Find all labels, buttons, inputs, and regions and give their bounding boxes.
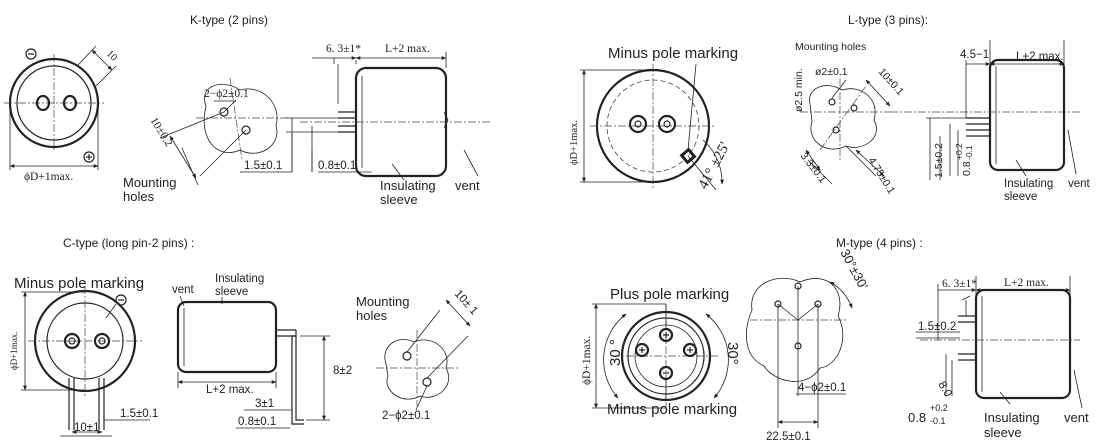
plus-symbol-icon — [83, 151, 95, 163]
c-vent-label: vent — [172, 284, 195, 296]
m-type-top-view: Plus pole marking Minus pole marking 30 … — [581, 286, 741, 418]
c-type-title: C-type (long pin-2 pins) : — [63, 236, 194, 250]
l-diameter-label: ϕD+1max. — [569, 120, 580, 165]
m-pin-spacing-label: 8.0 — [935, 380, 953, 400]
c-mounting-label-2: holes — [356, 308, 388, 323]
m-type-mounting-holes: 22.5±0.1 4−ϕ2±0.1 30°±30' — [746, 246, 871, 443]
c-type-side-view: vent Insulating sleeve L+2 max. 3±1 0.8±… — [172, 273, 352, 429]
l-mounting-label: Mounting holes — [795, 41, 866, 53]
l-pin-width-minus-label: -0.1 — [964, 145, 974, 160]
m-length-label: L+2 max. — [1004, 277, 1049, 289]
c-type-mounting-holes: Mounting holes 10± 1 2−ϕ2±0.1 — [356, 288, 480, 422]
m-plus-marking-label: Plus pole marking — [610, 286, 729, 303]
m-type-title: M-type (4 pins) : — [836, 236, 923, 250]
l-minus-marking-label: Minus pole marking — [608, 45, 738, 62]
c-length-label: L+2 max. — [206, 384, 254, 396]
l-type-top-view: Minus pole marking ϕD+1max. 41° ±25' — [569, 45, 738, 192]
l-min-spacing-label: ø2.5 min. — [793, 68, 805, 112]
l-angle-label: 41° ±25' — [695, 139, 733, 192]
c-minus-symbol-icon — [115, 294, 127, 306]
k-type-diagram: ϕD+1max. 10 2−ϕ2±0.1 10±0.2 Mounting hol… — [4, 43, 490, 207]
m-minus-marking-label: Minus pole marking — [607, 401, 737, 418]
c-mounting-label-1: Mounting — [356, 294, 409, 309]
l-pin-width-base-label: 0.8 — [961, 161, 973, 176]
l-type-diagram: Minus pole marking ϕD+1max. 41° ±25' Mou… — [569, 40, 1091, 203]
m-pin-width-minus-label: -0.1 — [930, 416, 946, 426]
l-hole-width-label: 10±0.1 — [876, 66, 906, 98]
l-offset-a-label: 3.3±0.1 — [798, 150, 829, 185]
k-pitch-label: 1.5±0.1 — [244, 160, 282, 172]
l-pin-width-plus-label: +0.2 — [954, 143, 964, 160]
l-type-mounting-holes: Mounting holes ø2±0.1 ø2.5 min. 10±0.1 3… — [793, 41, 906, 196]
c-bend-b-label: 8±2 — [333, 365, 352, 377]
m-hole-spacing-label: 22.5±0.1 — [766, 431, 811, 443]
k-type-top-view: ϕD+1max. 10 — [4, 45, 119, 183]
m-sleeve-label-2: sleeve — [984, 425, 1022, 440]
k-mounting-label-1: Mounting — [123, 175, 176, 190]
l-sleeve-label-2: sleeve — [1004, 191, 1037, 203]
c-sleeve-label-2: sleeve — [215, 286, 248, 298]
k-holes-spec-label: 2−ϕ2±0.1 — [204, 88, 249, 100]
m-holes-spec-label: 4−ϕ2±0.1 — [798, 382, 846, 394]
l-sleeve-label-1: Insulating — [1004, 178, 1053, 190]
k-hole-width-label: 10 — [104, 48, 119, 63]
k-diameter-label: ϕD+1max. — [24, 171, 73, 183]
l-hole-diam-label: ø2±0.1 — [815, 66, 848, 78]
m-vent-label: vent — [1064, 410, 1089, 425]
k-type-mounting-holes: 2−ϕ2±0.1 10±0.2 Mounting holes — [123, 77, 290, 204]
c-type-diagram: Minus pole marking ϕD+1max. 1.5±0.1 — [9, 273, 480, 437]
c-holes-spec-label: 2−ϕ2±0.1 — [382, 410, 430, 422]
c-sleeve-label-1: Insulating — [215, 273, 264, 285]
l-type-side-view: L+2 max. 4.5−1 1.5±0.2 0.8 +0.2 -0.1 Ins… — [890, 40, 1091, 203]
m-type-diagram: Plus pole marking Minus pole marking 30 … — [581, 246, 1089, 443]
k-sleeve-label-1: Insulating — [380, 178, 436, 193]
c-bend-a-label: 3±1 — [255, 398, 274, 410]
c-minus-marking-label: Minus pole marking — [14, 275, 144, 292]
k-pin-length-label: 6. 3±1* — [326, 43, 361, 55]
k-hole-spacing-label: 10±0.2 — [147, 115, 174, 149]
m-pitch-label: 1.5±0.2 — [918, 321, 956, 333]
m-diameter-label: ϕD+1max. — [581, 336, 593, 385]
m-pin-width-base-label: 0.8 — [908, 410, 926, 425]
k-pin-width-label: 0.8±0.1 — [318, 160, 356, 172]
c-pitch-label: 1.5±0.1 — [120, 408, 158, 420]
l-offset-b-label: 4.75±0.1 — [865, 155, 897, 196]
l-pitch-label: 1.5±0.2 — [933, 143, 945, 178]
k-sleeve-label-2: sleeve — [380, 192, 418, 207]
k-type-title: K-type (2 pins) — [190, 13, 268, 27]
m-angle-holes-label: 30°±30' — [837, 246, 871, 292]
k-type-side-view: 6. 3±1* L+2 max. 1.5±0.1 0.8±0.1 Insulat… — [240, 43, 490, 207]
minus-symbol-icon — [25, 48, 37, 60]
m-sleeve-label-1: Insulating — [984, 410, 1040, 425]
k-vent-label: vent — [455, 178, 480, 193]
c-type-top-view: Minus pole marking ϕD+1max. 1.5±0.1 — [9, 275, 158, 437]
k-length-label: L+2 max. — [385, 43, 430, 55]
m-angle-right-label: 30° — [724, 342, 741, 365]
m-pin-width-plus-label: +0.2 — [930, 403, 948, 413]
m-pin-length-label: 6. 3±1* — [942, 278, 977, 290]
c-diameter-label: ϕD+1max. — [9, 331, 19, 370]
l-type-title: L-type (3 pins): — [848, 13, 928, 27]
c-spacing-label: 10±1 — [74, 422, 100, 434]
l-pin-length-label: 4.5−1 — [960, 49, 989, 61]
m-angle-left-label: 30 ° — [607, 339, 624, 366]
c-hole-width-label: 10± 1 — [452, 288, 480, 317]
m-type-side-view: L+2 max. 6. 3±1* 1.5±0.2 8.0 0.8 +0.2 -0… — [908, 276, 1089, 440]
l-length-label: L+2 max. — [1016, 51, 1064, 63]
k-mounting-label-2: holes — [123, 189, 155, 204]
l-vent-label: vent — [1068, 178, 1091, 190]
c-pin-width-label: 0.8±0.1 — [238, 416, 276, 428]
